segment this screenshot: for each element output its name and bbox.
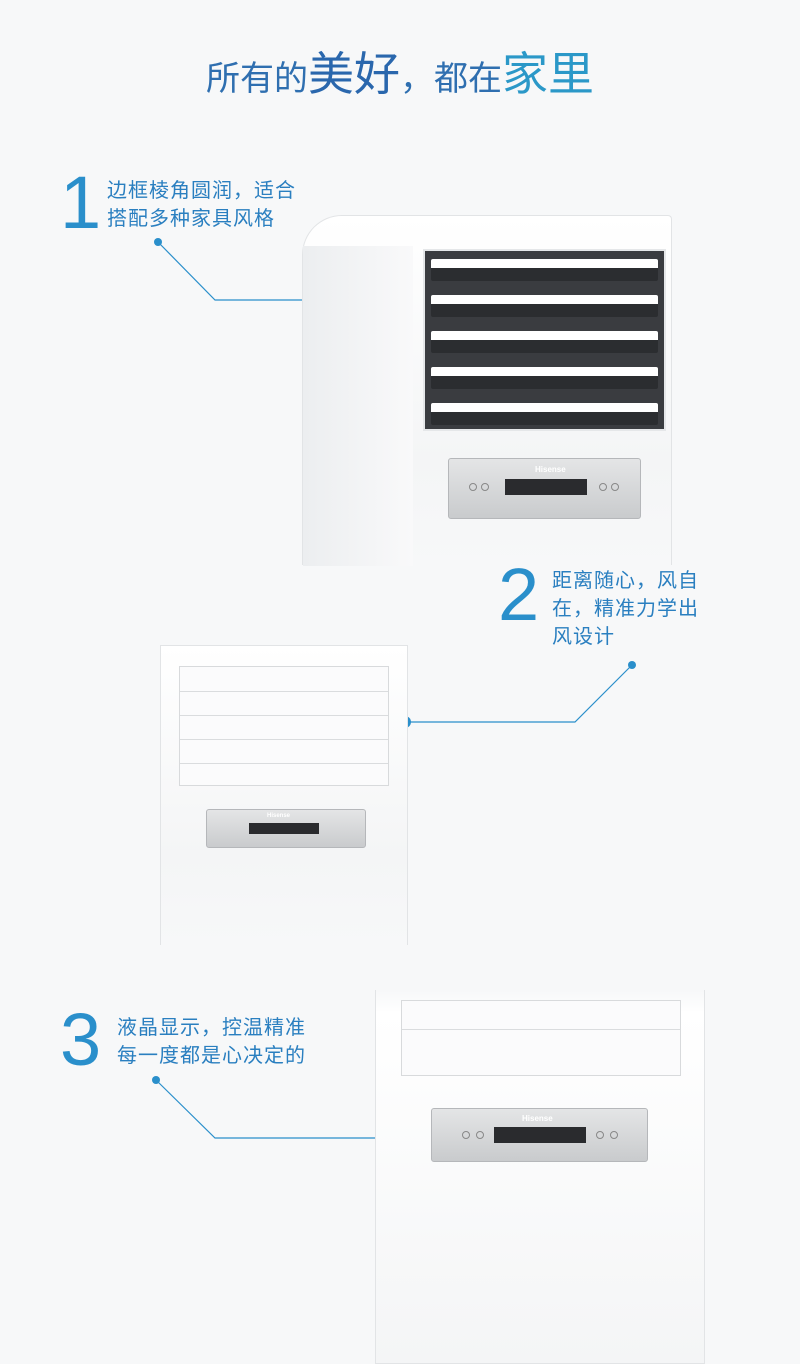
title-emphasis: 美好 [308,47,400,101]
air-outlet-panel [179,666,389,786]
lcd-display [505,479,587,495]
callout-dot [152,1076,160,1084]
lcd-display [249,823,319,834]
brand-logo: Hisense [522,1114,553,1123]
brand-logo: Hisense [267,813,291,819]
feature-number: 2 [498,553,540,636]
feature-text: 距离随心，风自在，精准力学出风设计 [552,566,699,650]
title-part: ，都在 [400,59,502,99]
ac-unit-angled: Hisense [302,215,672,566]
air-outlet-panel [401,1000,681,1076]
title-part: 所有的 [206,59,308,99]
control-panel: Hisense [448,458,641,519]
feature-line: 距离随心，风自 [552,568,699,592]
feature-number: 1 [60,161,102,244]
control-panel: Hisense [206,809,366,848]
title-emphasis: 家里 [502,47,594,101]
air-louvers [423,249,666,431]
callout-line-2 [405,664,633,723]
feature-number: 3 [60,998,102,1081]
feature-line: 搭配多种家具风格 [107,206,275,230]
lcd-display [494,1127,586,1143]
callout-dot [628,661,636,669]
feature-line: 在，精准力学出 [552,596,699,620]
ac-unit-front: Hisense [160,645,408,945]
feature-line: 边框棱角圆润，适合 [107,178,296,202]
feature-line: 风设计 [552,624,615,648]
callout-dot [154,238,162,246]
feature-text: 边框棱角圆润，适合搭配多种家具风格 [107,176,296,232]
page-title: 所有的美好，都在家里 [0,38,800,104]
ac-unit-closeup: Hisense [375,990,705,1364]
callout-line-3 [155,1079,432,1139]
feature-text: 液晶显示，控温精准每一度都是心决定的 [117,1013,306,1069]
feature-line: 液晶显示，控温精准 [117,1015,306,1039]
feature-line: 每一度都是心决定的 [117,1043,306,1067]
brand-logo: Hisense [535,465,566,474]
control-panel: Hisense [431,1108,648,1162]
